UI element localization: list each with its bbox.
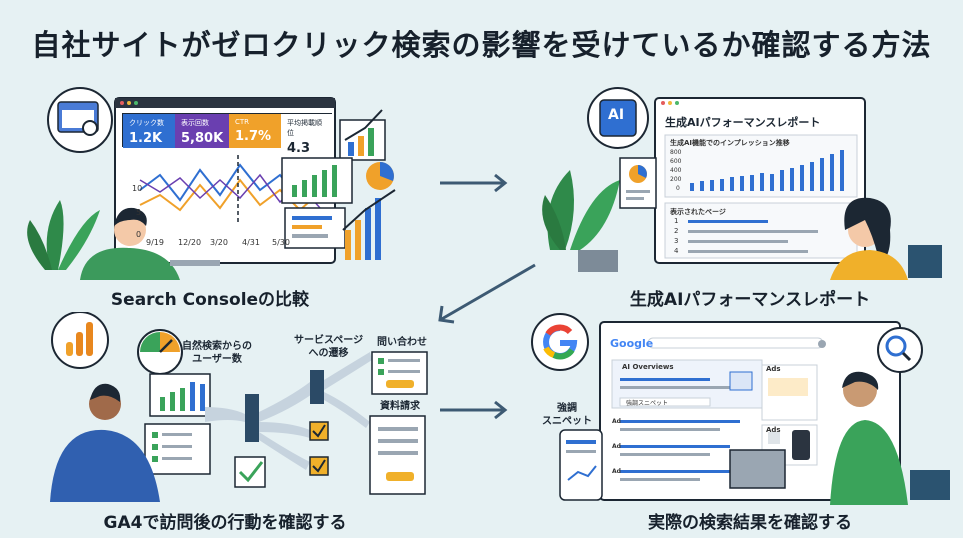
kpi-value: 1.7% <box>235 129 272 144</box>
x-tick: 12/20 <box>178 238 202 247</box>
pages-title: 表示されたページ <box>670 208 726 216</box>
kpi-clicks: クリック数 1.2K <box>123 114 175 148</box>
x-tick: 4/31 <box>242 238 260 247</box>
impression-bars <box>690 150 844 191</box>
label-contact: 問い合わせ <box>377 337 427 348</box>
snippet-callout: 強調 スニペット <box>542 402 592 428</box>
kpi-label: クリック数 <box>129 119 164 127</box>
ga4-illustration <box>50 311 428 502</box>
ai-overviews-label: AI Overviews <box>622 363 674 371</box>
row-number: 2 <box>674 227 679 235</box>
arrow-diagonal <box>438 263 536 324</box>
y-tick: 5 <box>136 208 142 217</box>
search-console-panel: クリック数 1.2K 表示回数 5,80K CTR 1.7% 平均掲載順位 4.3 10… <box>10 80 410 280</box>
search-console-illustration <box>27 87 396 280</box>
ai-report-illustration <box>542 87 942 280</box>
ad-badge: Ad <box>612 468 621 475</box>
caption-search-console: Search Consoleの比較 <box>110 290 310 310</box>
caption-ga4: GA4で訪問後の行動を確認する <box>103 513 347 533</box>
y-tick: 0 <box>136 230 142 239</box>
ai-report-panel: AI 生成AIパフォーマンスレポート 生成AI機能でのインプレッション推移 80… <box>540 80 950 280</box>
serp-panel: Google AI Overviews 強調スニペット 強調 スニペット Ads… <box>530 310 955 505</box>
arrow-right-top <box>440 173 508 193</box>
snippet-callout-text: 強調 スニペット <box>542 403 592 427</box>
x-tick: 9/19 <box>146 238 164 247</box>
label-service-text: サービスページ への遷移 <box>294 335 364 359</box>
ga4-panel: 自然検索からの ユーザー数 サービスページ への遷移 問い合わせ 資料請求 <box>10 311 430 502</box>
label-organic-text: 自然検索からの ユーザー数 <box>182 341 252 365</box>
ad-badge: Ad <box>612 418 621 425</box>
y-tick: 200 <box>670 176 682 183</box>
kpi-label: 表示回数 <box>181 119 209 127</box>
label-service-page: サービスページ への遷移 <box>294 334 363 360</box>
y-tick: 800 <box>670 149 682 156</box>
ads-header: Ads <box>766 426 781 434</box>
caption-ai-report: 生成AIパフォーマンスレポート <box>629 290 871 310</box>
kpi-value: 1.2K <box>129 131 163 146</box>
ad-badge: Ad <box>612 443 621 450</box>
caption-serp: 実際の検索結果を確認する <box>648 513 852 533</box>
kpi-label: CTR <box>235 118 250 126</box>
y-tick: 600 <box>670 158 682 165</box>
serp-illustration <box>531 313 950 505</box>
kpi-value: 4.3 <box>287 141 311 156</box>
y-tick: 10 <box>132 184 143 193</box>
page-title: 自社サイトがゼロクリック検索の影響を受けているか確認する方法 <box>31 28 932 62</box>
row-number: 3 <box>674 237 679 245</box>
kpi-bar: クリック数 1.2K 表示回数 5,80K CTR 1.7% 平均掲載順位 4.3 <box>122 113 333 156</box>
kpi-impressions: 表示回数 5,80K <box>175 114 229 148</box>
x-tick: 3/20 <box>210 238 228 247</box>
ads-header: Ads <box>766 365 781 373</box>
arrow-right-bottom <box>440 400 508 420</box>
kpi-label: 平均掲載順位 <box>287 119 322 137</box>
x-tick: 5/30 <box>272 238 290 247</box>
y-tick: 400 <box>670 167 682 174</box>
kpi-position: 平均掲載順位 4.3 <box>281 114 333 156</box>
kpi-value: 5,80K <box>181 131 224 146</box>
ai-window-title: 生成AIパフォーマンスレポート <box>665 116 821 129</box>
google-logo: Google <box>610 337 654 350</box>
ai-chart-title: 生成AI機能でのインプレッション推移 <box>670 139 790 147</box>
ai-badge: AI <box>608 107 625 123</box>
snippet-tag: 強調スニペット <box>626 400 669 407</box>
row-number: 1 <box>674 217 679 225</box>
label-organic-users: 自然検索からの ユーザー数 <box>182 340 252 366</box>
kpi-ctr: CTR 1.7% <box>229 114 281 148</box>
row-number: 4 <box>674 247 679 255</box>
y-tick: 0 <box>676 185 680 192</box>
label-docs: 資料請求 <box>380 401 420 412</box>
